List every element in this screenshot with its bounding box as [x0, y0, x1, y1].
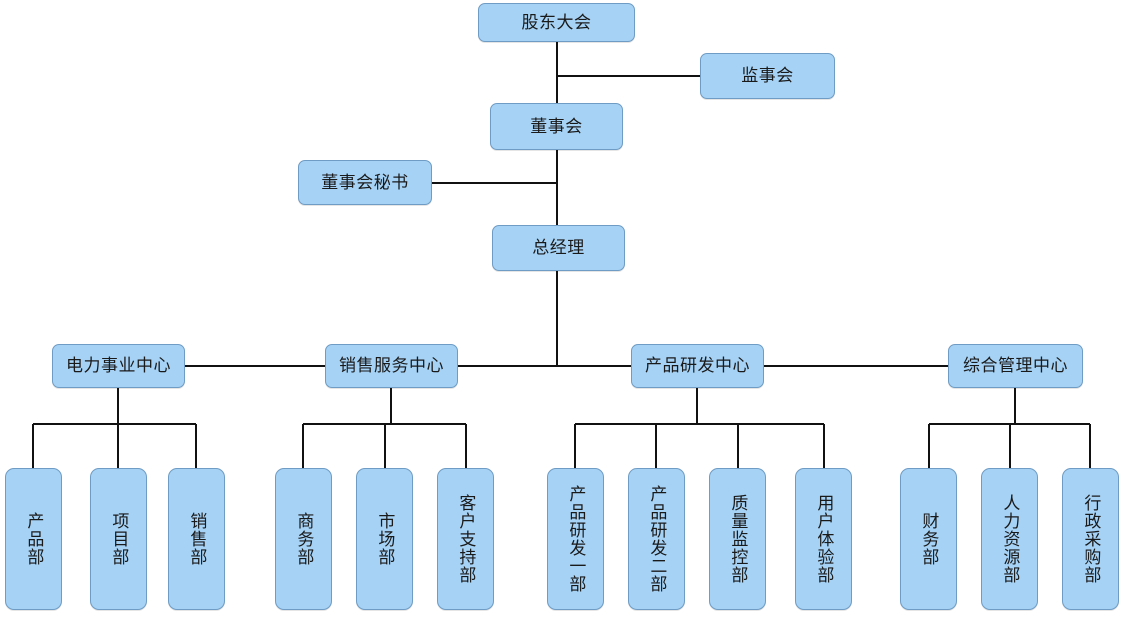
node-label: 产品研发二部: [647, 485, 667, 593]
node-product-rd-dept-2[interactable]: 产品研发二部: [628, 468, 685, 610]
node-label: 股东大会: [521, 12, 592, 32]
node-label: 电力事业中心: [66, 356, 171, 376]
node-general-manager[interactable]: 总经理: [492, 225, 625, 271]
node-label: 销售服务中心: [339, 356, 444, 376]
node-label: 用户体验部: [814, 494, 834, 584]
node-label: 商务部: [294, 512, 314, 566]
node-customer-support-dept[interactable]: 客户支持部: [437, 468, 494, 610]
node-product-dept[interactable]: 产品部: [5, 468, 62, 610]
node-label: 项目部: [109, 512, 129, 566]
node-market-dept[interactable]: 市场部: [356, 468, 413, 610]
node-label: 监事会: [741, 66, 794, 86]
node-label: 产品研发中心: [645, 356, 750, 376]
node-label: 市场部: [375, 512, 395, 566]
node-quality-control-dept[interactable]: 质量监控部: [709, 468, 766, 610]
node-project-dept[interactable]: 项目部: [90, 468, 147, 610]
node-label: 销售部: [187, 512, 207, 566]
node-finance-dept[interactable]: 财务部: [900, 468, 957, 610]
node-label: 人力资源部: [1000, 494, 1020, 584]
node-label: 董事会: [530, 116, 583, 136]
node-power-business-center[interactable]: 电力事业中心: [52, 344, 185, 388]
node-label: 客户支持部: [456, 494, 476, 584]
node-label: 行政采购部: [1081, 494, 1101, 584]
node-business-dept[interactable]: 商务部: [275, 468, 332, 610]
node-product-rd-center[interactable]: 产品研发中心: [631, 344, 764, 388]
node-board-secretary[interactable]: 董事会秘书: [298, 160, 432, 205]
node-label: 总经理: [532, 238, 585, 258]
node-user-experience-dept[interactable]: 用户体验部: [795, 468, 852, 610]
node-sales-service-center[interactable]: 销售服务中心: [325, 344, 458, 388]
node-shareholders-meeting[interactable]: 股东大会: [478, 3, 635, 42]
node-label: 质量监控部: [728, 494, 748, 584]
node-supervisory-board[interactable]: 监事会: [700, 53, 835, 99]
node-sales-dept[interactable]: 销售部: [168, 468, 225, 610]
node-label: 综合管理中心: [963, 356, 1068, 376]
node-admin-procurement-dept[interactable]: 行政采购部: [1062, 468, 1119, 610]
node-label: 财务部: [919, 512, 939, 566]
node-general-management-center[interactable]: 综合管理中心: [948, 344, 1083, 388]
node-product-rd-dept-1[interactable]: 产品研发一部: [547, 468, 604, 610]
node-hr-dept[interactable]: 人力资源部: [981, 468, 1038, 610]
node-label: 产品研发一部: [566, 485, 586, 593]
node-label: 产品部: [24, 512, 44, 566]
node-label: 董事会秘书: [321, 172, 409, 192]
node-board-of-directors[interactable]: 董事会: [490, 103, 623, 150]
